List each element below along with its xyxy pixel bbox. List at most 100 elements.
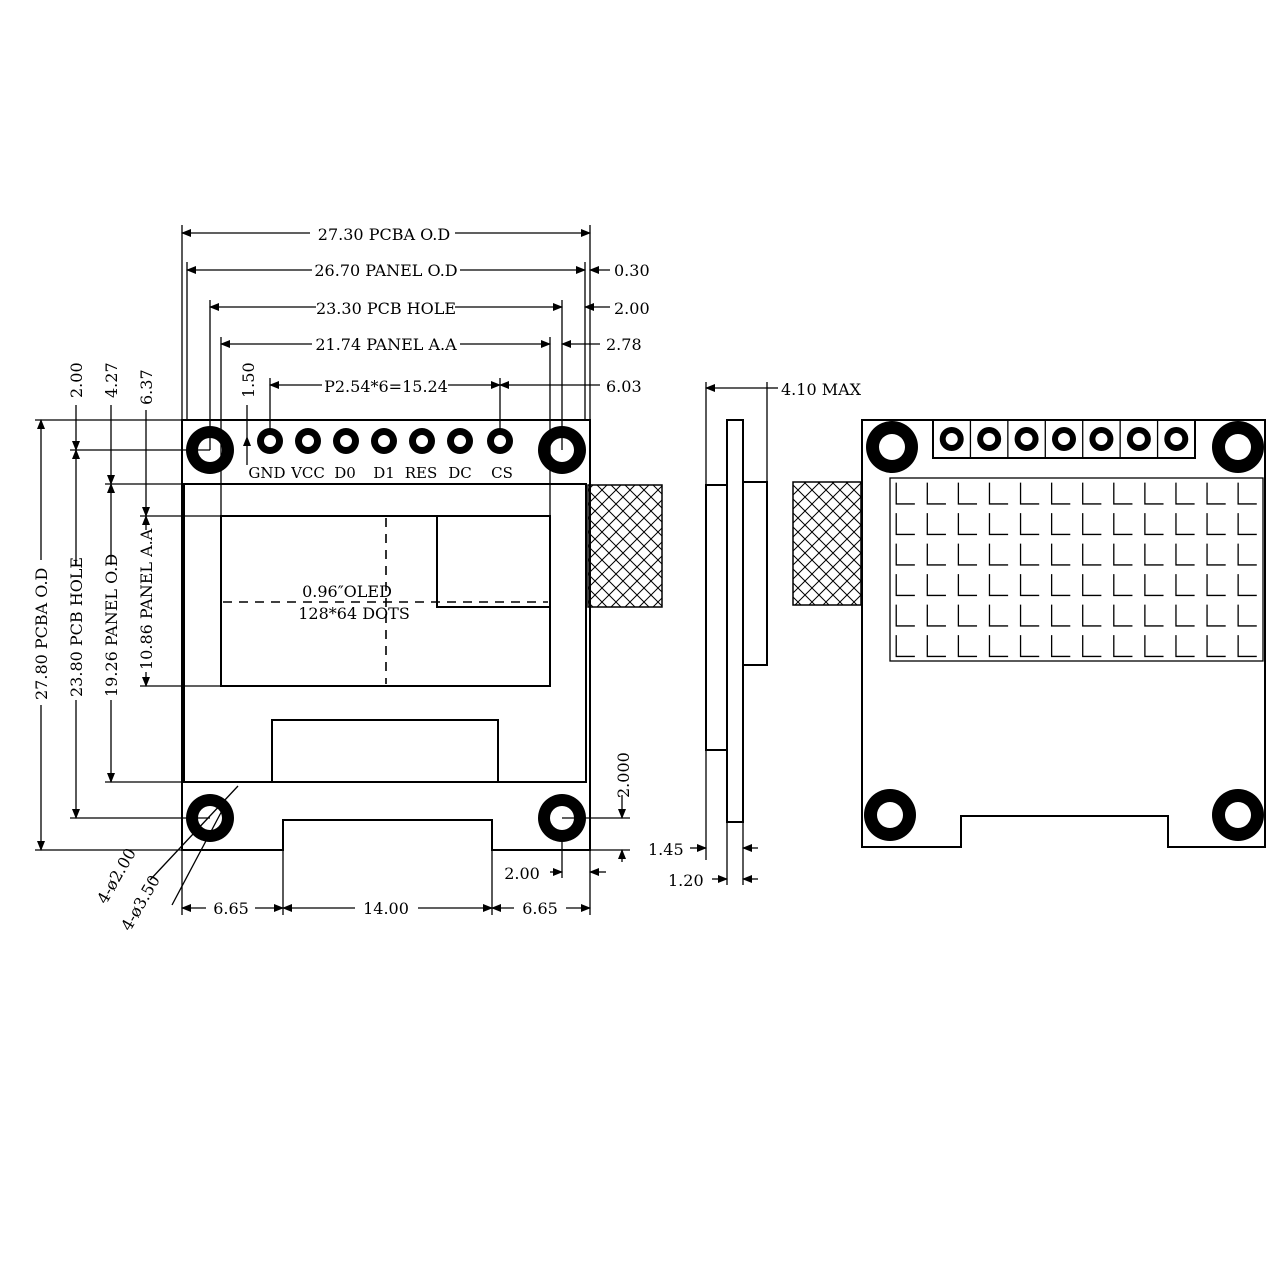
back-grid-cell bbox=[988, 635, 1009, 658]
back-grid-cell bbox=[1144, 482, 1164, 505]
pin-gnd bbox=[257, 428, 283, 454]
back-grid-cell bbox=[1113, 513, 1133, 536]
back-grid-cell bbox=[926, 482, 946, 505]
dim-pcba-od-v: 27.80 PCBA O.D bbox=[32, 568, 51, 700]
pin-vcc bbox=[295, 428, 321, 454]
back-grid-cell bbox=[1019, 543, 1040, 566]
back-header-pins bbox=[939, 420, 1189, 458]
back-grid-cell bbox=[1175, 513, 1195, 536]
back-grid-cell bbox=[895, 604, 915, 627]
header-pins bbox=[257, 428, 513, 454]
back-grid-cell bbox=[1237, 513, 1257, 536]
back-grid-cell bbox=[1175, 635, 1195, 658]
back-grid-cell bbox=[988, 543, 1009, 566]
back-grid-cell bbox=[1082, 543, 1102, 566]
back-pcb-outline bbox=[861, 419, 1266, 848]
dim-0-30: 0.30 bbox=[614, 261, 650, 280]
back-grid-cell bbox=[988, 574, 1009, 597]
back-grid-cell bbox=[1237, 482, 1257, 505]
back-grid-cell bbox=[1175, 574, 1195, 597]
pin-label: CS bbox=[491, 464, 513, 482]
back-grid-cell bbox=[1050, 482, 1071, 505]
back-grid-cell bbox=[1175, 482, 1195, 505]
back-grid-cell bbox=[895, 543, 915, 566]
back-grid-cell bbox=[1237, 543, 1257, 566]
side-panel bbox=[705, 484, 728, 751]
back-grid-cell bbox=[957, 635, 978, 658]
side-pcb-front bbox=[742, 481, 768, 666]
back-grid-cell bbox=[1206, 604, 1226, 627]
dim-panel-aa-h: 21.74 PANEL A.A bbox=[315, 335, 457, 354]
dim-pcb-hole-v: 23.80 PCB HOLE bbox=[67, 557, 86, 697]
fpc-tail bbox=[271, 719, 499, 783]
top-dimensions: 27.30 PCBA O.D 26.70 PANEL O.D 23.30 PCB… bbox=[181, 225, 650, 516]
pin-cs bbox=[487, 428, 513, 454]
back-grid-cell bbox=[957, 543, 978, 566]
back-grid-cell bbox=[1019, 604, 1040, 627]
back-grid-cell bbox=[1082, 574, 1102, 597]
left-dimensions: 27.80 PCBA O.D 23.80 PCB HOLE 19.26 PANE… bbox=[32, 362, 221, 851]
back-grid-cell bbox=[1113, 543, 1133, 566]
back-grid-cell bbox=[988, 604, 1009, 627]
display-resolution-label: 128*64 DOTS bbox=[298, 604, 410, 623]
back-grid-cell bbox=[1206, 543, 1226, 566]
dim-1-50: 1.50 bbox=[239, 362, 258, 398]
dim-6-65-left: 6.65 bbox=[213, 899, 249, 918]
dim-14-00: 14.00 bbox=[363, 899, 409, 918]
pin-dc bbox=[447, 428, 473, 454]
back-grid-cell bbox=[926, 604, 946, 627]
dim-1-45: 1.45 bbox=[648, 840, 684, 859]
back-grid-cell bbox=[1019, 513, 1040, 536]
back-grid-cell bbox=[1019, 482, 1040, 505]
pin-d1 bbox=[371, 428, 397, 454]
back-hole-tl bbox=[866, 421, 918, 473]
side-glass bbox=[726, 419, 744, 823]
back-grid-cell bbox=[988, 482, 1009, 505]
back-grid-cell bbox=[1237, 574, 1257, 597]
dim-4-10-max: 4.10 MAX bbox=[781, 380, 862, 399]
back-grid-cell bbox=[1144, 574, 1164, 597]
back-header-pin bbox=[1164, 427, 1189, 451]
back-grid-cell bbox=[1113, 574, 1133, 597]
dim-2-00-left: 2.00 bbox=[67, 362, 86, 398]
back-grid-cell bbox=[1082, 635, 1102, 658]
dim-pin-pitch: P2.54*6=15.24 bbox=[324, 377, 448, 396]
back-grid-cell bbox=[1206, 513, 1226, 536]
dim-panel-od-h: 26.70 PANEL O.D bbox=[314, 261, 457, 280]
back-hole-br bbox=[1212, 789, 1264, 841]
connector-hatch-front bbox=[587, 484, 663, 608]
back-grid-cell bbox=[1237, 604, 1257, 627]
back-grid-cell bbox=[1050, 543, 1071, 566]
pin-label: RES bbox=[405, 464, 438, 482]
back-header-pin bbox=[977, 427, 1002, 451]
pin-label: DC bbox=[448, 464, 472, 482]
pin-label: VCC bbox=[290, 464, 325, 482]
back-grid-cell bbox=[926, 574, 946, 597]
back-grid-cell bbox=[988, 513, 1009, 536]
back-grid-cell bbox=[957, 604, 978, 627]
dim-panel-od-v: 19.26 PANEL O.D bbox=[102, 554, 121, 697]
back-grid-cell bbox=[1050, 513, 1071, 536]
bottom-dimensions: 6.65 14.00 6.65 2.00 2.000 4-ø2.00 4-ø3.… bbox=[93, 752, 633, 934]
dim-hole-offset-x: 2.00 bbox=[504, 864, 540, 883]
back-grid-cell bbox=[895, 574, 915, 597]
dim-6-37: 6.37 bbox=[137, 369, 156, 405]
back-hole-tr bbox=[1212, 421, 1264, 473]
back-grid-cell bbox=[1019, 635, 1040, 658]
back-grid-cell bbox=[1206, 635, 1226, 658]
dim-6-65-right: 6.65 bbox=[522, 899, 558, 918]
back-header-pin bbox=[1089, 427, 1114, 451]
pin-label: D1 bbox=[373, 464, 395, 482]
back-grid-cell bbox=[1113, 604, 1133, 627]
back-grid-cell bbox=[1050, 604, 1071, 627]
back-grid-cell bbox=[1144, 635, 1164, 658]
pin-label: D0 bbox=[334, 464, 356, 482]
back-grid-cell bbox=[1019, 574, 1040, 597]
back-grid-cell bbox=[1082, 513, 1102, 536]
back-grid-frame bbox=[889, 477, 1264, 662]
back-header-pin bbox=[939, 427, 964, 451]
back-grid-cell bbox=[957, 574, 978, 597]
back-grid-cell bbox=[1050, 574, 1071, 597]
front-view: GND VCC D0 D1 RES DC CS 0.96″OLED 128*64… bbox=[181, 419, 663, 851]
